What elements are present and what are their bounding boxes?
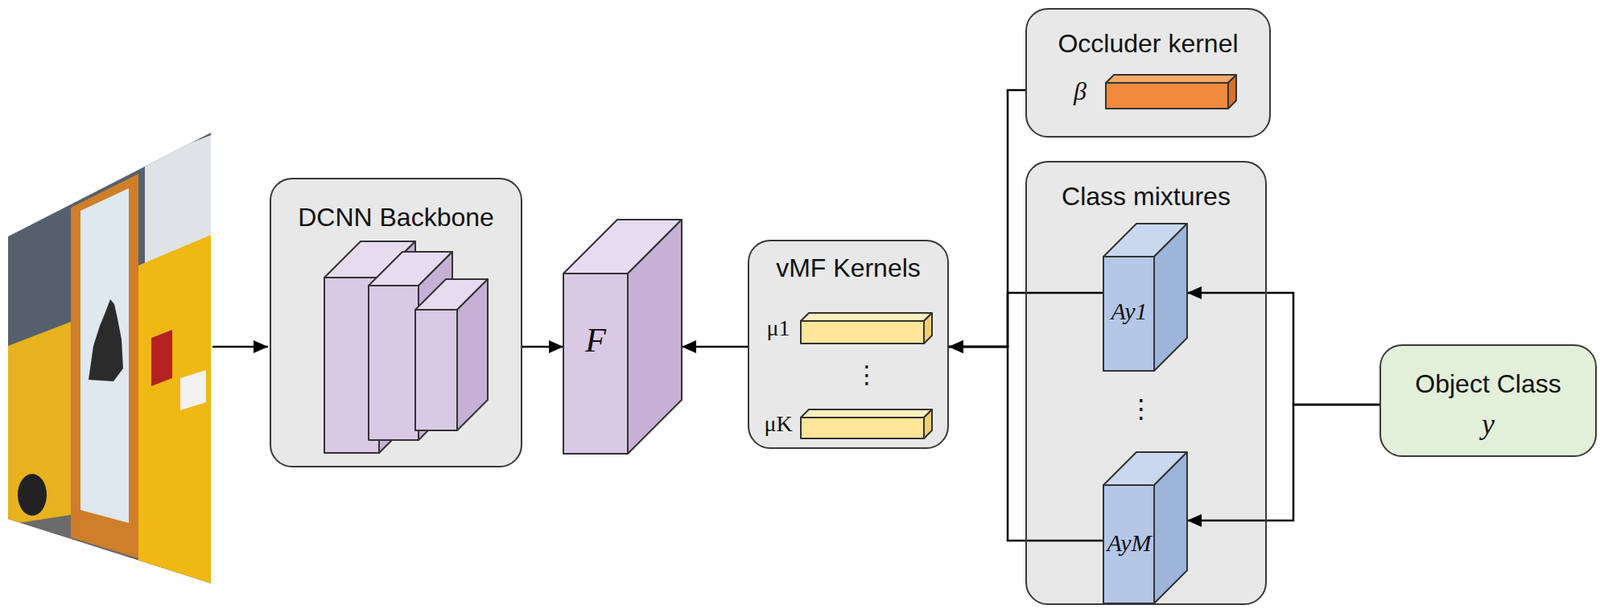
ellipsis: ⋮ xyxy=(1128,395,1155,424)
cuboid-front xyxy=(368,285,419,441)
cuboid-front xyxy=(800,417,924,439)
photo-ground xyxy=(0,120,218,604)
box-fills xyxy=(270,8,1596,605)
connector-arrow xyxy=(1187,292,1380,405)
kernel-box: vMF Kernels μ1 ⋮ μK xyxy=(747,239,949,450)
class-symbol: y xyxy=(1481,408,1495,442)
cuboid xyxy=(1103,452,1188,604)
connector-arrow xyxy=(522,346,564,349)
cuboid-front xyxy=(800,321,924,344)
block-shapes xyxy=(1026,9,1273,140)
backbone-box: DCNN Backbone xyxy=(269,177,523,468)
occluder-symbol: β xyxy=(1073,77,1087,106)
mixtures-box: Class mixtures ⋮ Ay1AyM xyxy=(1025,160,1267,606)
cuboid-front xyxy=(1103,256,1155,372)
cuboid-side xyxy=(923,409,932,439)
box-fill xyxy=(748,240,949,449)
box-fill xyxy=(1380,345,1596,457)
mixture-symbol: Ay1 xyxy=(1111,297,1148,325)
ellipsis: ⋮ xyxy=(854,361,879,388)
cuboid xyxy=(800,313,932,344)
connector-arrow xyxy=(681,346,748,349)
cuboid xyxy=(563,219,682,454)
connector-arrow xyxy=(948,90,1026,347)
tail-light xyxy=(151,329,173,387)
feature-block: F xyxy=(563,219,682,454)
right-taxi xyxy=(138,235,211,584)
cuboid-front xyxy=(563,273,628,454)
cuboid-front xyxy=(415,309,458,431)
kernel-symbol: μK xyxy=(763,412,792,438)
kernel-symbol: μ1 xyxy=(766,316,790,342)
cuboid-front xyxy=(1105,82,1229,109)
connector-arrow xyxy=(1187,404,1380,521)
class-box: Object Class y xyxy=(1379,344,1597,458)
cuboid-top xyxy=(800,409,932,418)
cuboid-front xyxy=(1103,485,1155,604)
box-title: Occluder kernel xyxy=(1057,29,1238,58)
input-arrow xyxy=(212,346,269,349)
cuboid-side xyxy=(627,219,682,454)
cuboid-side xyxy=(923,313,932,344)
left-wheel xyxy=(17,474,47,516)
cuboid xyxy=(800,409,932,439)
block-shapes xyxy=(1103,452,1188,604)
input-photo xyxy=(0,120,218,609)
box-title: Class mixtures xyxy=(1061,182,1231,211)
occluder-box: Occluder kernel β xyxy=(1025,8,1271,138)
block-shapes xyxy=(563,219,682,454)
box-title: Object Class xyxy=(1414,370,1561,399)
mixture-symbol: AyM xyxy=(1107,529,1152,557)
cuboid xyxy=(415,279,488,431)
cuboid-side xyxy=(1154,452,1188,604)
mixture-block: AyM xyxy=(1103,452,1188,604)
box-fill xyxy=(1026,8,1271,137)
mixture-block: Ay1 xyxy=(1103,223,1188,372)
cuboid-top xyxy=(1105,74,1237,83)
left-taxi xyxy=(8,321,71,525)
box-fill xyxy=(1026,161,1266,605)
occluder-frame xyxy=(70,173,139,559)
cuboid-side xyxy=(457,279,488,431)
cuboid-top xyxy=(800,313,932,322)
cuboid-side xyxy=(1154,223,1188,372)
feature-symbol: F xyxy=(585,321,607,359)
cuboid-side xyxy=(1228,74,1237,109)
box-fill xyxy=(270,178,522,467)
cat-figure xyxy=(88,299,124,382)
cuboid xyxy=(1105,74,1237,109)
cuboid xyxy=(1103,223,1188,372)
box-title: DCNN Backbone xyxy=(297,203,495,232)
plate xyxy=(180,370,207,411)
occluder-panel xyxy=(80,188,129,524)
box-title: vMF Kernels xyxy=(775,254,921,283)
